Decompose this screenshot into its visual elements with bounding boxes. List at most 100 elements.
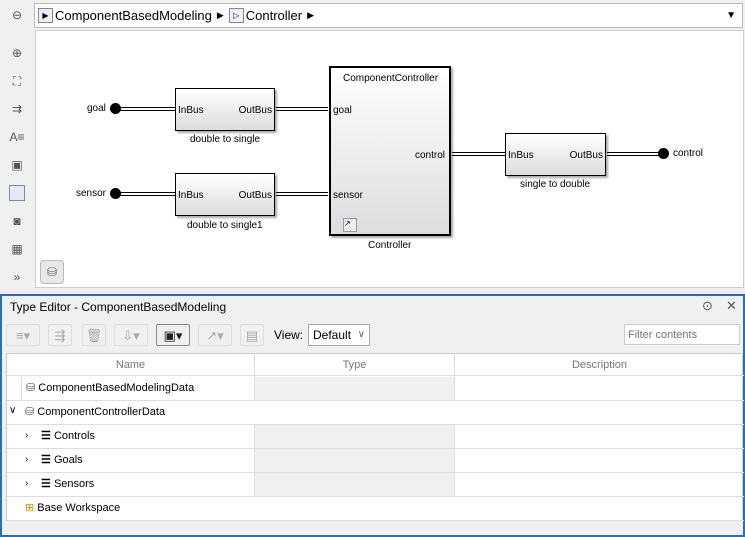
block-name: double to single (190, 134, 261, 145)
port-label: InBus (178, 105, 204, 116)
open-model-icon[interactable]: ↗ (343, 218, 357, 232)
block-name: double to single1 (187, 220, 263, 231)
type-cell[interactable] (255, 425, 455, 448)
name-cell: ☰ Controls (37, 425, 255, 448)
table-row[interactable]: ⛁ ComponentBasedModelingData (7, 377, 744, 401)
annotation-icon[interactable]: A≡ (9, 130, 25, 144)
bus-icon: ☰ (41, 478, 51, 490)
port-label: OutBus (569, 150, 603, 161)
signal-line[interactable] (276, 107, 328, 111)
name-cell: ⛁ ComponentBasedModelingData (21, 377, 255, 400)
model-data-icon[interactable]: ⛁ (40, 260, 64, 284)
camera-icon[interactable]: ◙ (13, 214, 21, 228)
table-row[interactable]: › ☰ Sensors (7, 473, 744, 497)
more-icon[interactable]: » (13, 270, 21, 284)
column-header-description[interactable]: Description (455, 354, 744, 376)
chevron-right-icon[interactable]: › (25, 478, 29, 489)
name-cell: ⛁ ComponentControllerData (21, 401, 321, 424)
bus-icon: ☰ (41, 454, 51, 466)
inport-goal-label: goal (87, 103, 106, 114)
model-reference-title: ComponentController (343, 73, 439, 84)
hierarchy-icon[interactable]: ⇶ (48, 324, 72, 346)
filter-input[interactable] (624, 324, 740, 345)
breadcrumb: ▶ ComponentBasedModeling ▶ ▷ Controller … (34, 3, 743, 28)
port-label: OutBus (238, 190, 272, 201)
subsystem-icon: ▷ (228, 8, 244, 23)
breadcrumb-item[interactable]: ComponentBasedModeling (55, 8, 212, 23)
delete-icon[interactable]: 🗑 (82, 324, 106, 346)
breadcrumb-arrow-icon[interactable]: ▶ (216, 10, 224, 20)
port-label: sensor (333, 190, 364, 201)
database-icon: ⛁ (25, 406, 35, 418)
row-name: Controls (53, 430, 95, 442)
type-editor-panel: Type Editor - ComponentBasedModeling ⊙ ✕… (0, 294, 745, 537)
dropdown-icon[interactable]: ▼ (726, 10, 736, 21)
table-row[interactable]: ⊞ Base Workspace (7, 497, 744, 521)
table-row[interactable]: › ☰ Controls (7, 425, 744, 449)
image-icon[interactable]: ▣ (11, 158, 23, 172)
block-double-to-single1[interactable]: InBus OutBus (175, 173, 275, 216)
table-row[interactable]: › ☰ Goals (7, 449, 744, 473)
signal-line[interactable] (276, 192, 328, 196)
signal-line[interactable] (120, 107, 175, 111)
diagram-canvas[interactable]: goal sensor InBus OutBus double to singl… (35, 30, 744, 288)
signal-line[interactable] (120, 192, 175, 196)
column-header-type[interactable]: Type (255, 354, 455, 376)
types-table: Name Type Description ⛁ ComponentBasedMo… (6, 353, 744, 521)
outport-control[interactable] (658, 148, 669, 159)
inport-sensor[interactable] (110, 188, 121, 199)
save-icon[interactable]: ▣▾ (156, 324, 190, 346)
block-controller[interactable]: ComponentController goal sensor control … (329, 66, 451, 236)
block-single-to-double[interactable]: InBus OutBus (505, 133, 606, 176)
inport-goal[interactable] (110, 103, 121, 114)
port-label: goal (333, 105, 352, 116)
chevron-right-icon[interactable]: › (25, 454, 29, 465)
name-cell: ☰ Sensors (37, 473, 255, 496)
left-toolbar: ⊖ ⊕ ⛶ ⇉ A≡ ▣ ◙ ▦ » (0, 0, 34, 290)
back-icon[interactable]: ⊖ (11, 8, 23, 22)
table-row[interactable]: ∨ ⛁ ComponentControllerData (7, 401, 744, 425)
chevron-down-icon: ∨ (357, 329, 365, 340)
type-cell[interactable] (255, 377, 455, 400)
view-label: View: (274, 328, 304, 342)
database-icon: ⛁ (26, 382, 36, 394)
signal-line[interactable] (452, 152, 505, 156)
signal-line[interactable] (607, 152, 659, 156)
signal-arrow-icon[interactable]: ⇉ (11, 102, 23, 116)
model-icon: ▶ (38, 8, 53, 23)
fit-view-icon[interactable]: ⛶ (12, 74, 22, 88)
block-name: Controller (368, 240, 412, 251)
column-header-name[interactable]: Name (7, 354, 255, 376)
port-label: InBus (178, 190, 204, 201)
breadcrumb-item[interactable]: Controller (245, 8, 303, 23)
outport-control-label: control (673, 148, 704, 159)
panel-title: Type Editor - ComponentBasedModeling (10, 300, 227, 314)
block-double-to-single[interactable]: InBus OutBus (175, 88, 275, 131)
add-icon[interactable]: ≡▾ (6, 324, 40, 346)
chevron-down-icon[interactable]: ∨ (9, 405, 17, 416)
close-icon[interactable]: ✕ (726, 298, 737, 313)
row-name: Goals (53, 454, 83, 466)
zoom-icon[interactable]: ⊕ (11, 46, 23, 60)
port-label: control (414, 150, 445, 161)
bus-icon: ☰ (41, 430, 51, 442)
row-name: ComponentControllerData (37, 406, 166, 418)
rectangle-icon[interactable] (9, 185, 25, 201)
library-icon[interactable]: ▦ (11, 242, 23, 256)
type-cell[interactable] (255, 449, 455, 472)
row-name: Base Workspace (37, 502, 121, 514)
import-icon[interactable]: ⇩▾ (114, 324, 148, 346)
panel-menu-icon[interactable]: ⊙ (702, 298, 713, 313)
name-cell: ⊞ Base Workspace (21, 497, 321, 520)
export-icon[interactable]: ↗▾ (198, 324, 232, 346)
breadcrumb-arrow-icon[interactable]: ▶ (307, 10, 315, 20)
row-name: Sensors (53, 478, 95, 490)
view-select-value: Default (313, 328, 352, 342)
workspace-icon: ⊞ (25, 502, 35, 514)
chevron-right-icon[interactable]: › (25, 430, 29, 441)
open-icon[interactable]: ▤ (240, 324, 264, 346)
type-cell[interactable] (255, 473, 455, 496)
inport-sensor-label: sensor (76, 188, 107, 199)
port-label: InBus (508, 150, 534, 161)
view-select[interactable]: Default ∨ (308, 324, 370, 346)
